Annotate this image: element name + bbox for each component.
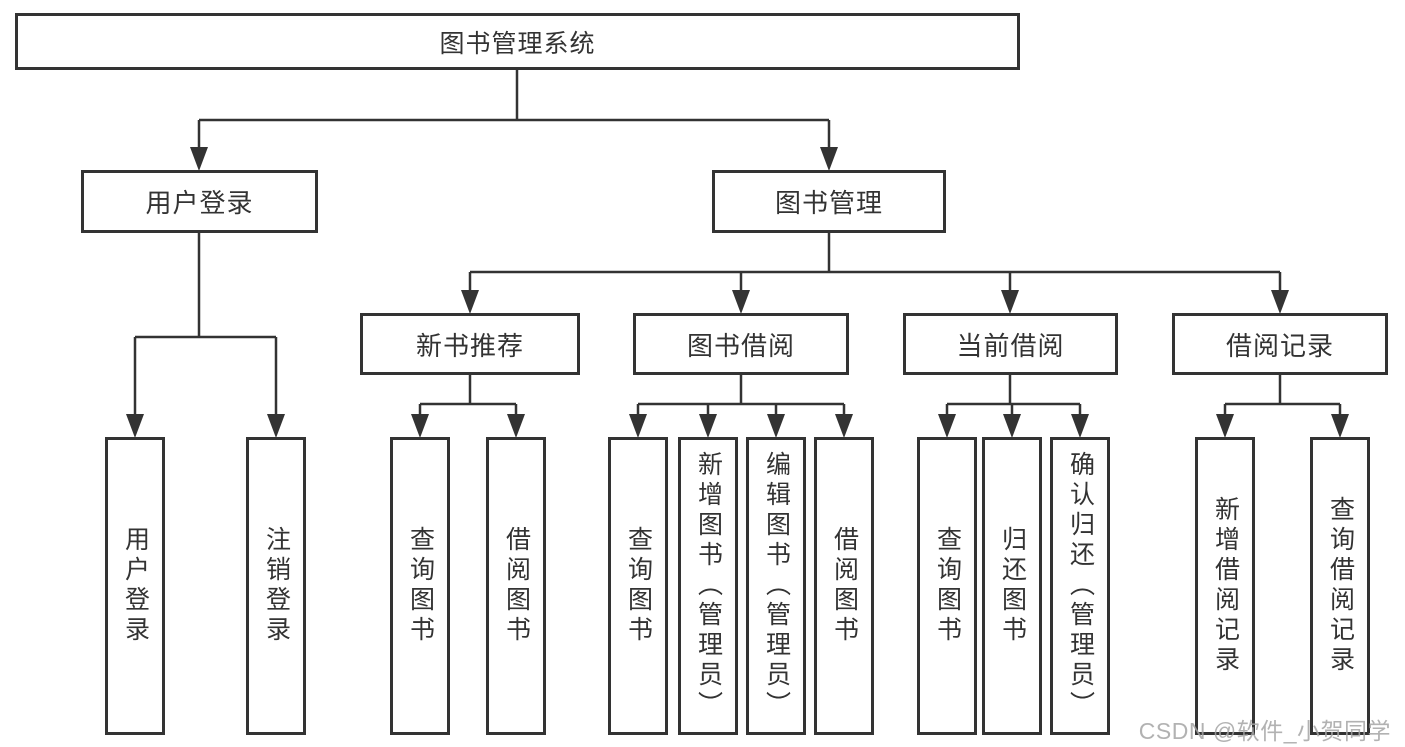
leaf-rec-query-book: 查询图书 [390, 437, 450, 735]
leaf-logout: 注销登录 [246, 437, 306, 735]
node-book-management: 图书管理 [712, 170, 946, 233]
leaf-bb-edit-book-admin-label: 编辑图书（管理员） [762, 451, 791, 721]
leaf-cb-query-book-label: 查询图书 [933, 526, 962, 646]
node-new-book-recommendation: 新书推荐 [360, 313, 580, 375]
node-borrowing-records: 借阅记录 [1172, 313, 1388, 375]
node-book-borrowing: 图书借阅 [633, 313, 849, 375]
edge-user-login-to-leaves [126, 233, 285, 438]
node-current-borrowing: 当前借阅 [903, 313, 1118, 375]
leaf-bb-add-book-admin-label: 新增图书（管理员） [694, 451, 723, 721]
leaf-bb-borrow-book: 借阅图书 [814, 437, 874, 735]
leaf-cb-return-book-label: 归还图书 [998, 526, 1027, 646]
node-library-management-system: 图书管理系统 [15, 13, 1020, 70]
leaf-rec-borrow-book: 借阅图书 [486, 437, 546, 735]
leaf-rec-borrow-book-label: 借阅图书 [502, 526, 531, 646]
edge-current-borrow-to-leaves [938, 375, 1089, 438]
edge-book-borrow-to-leaves [629, 375, 853, 438]
leaf-cb-confirm-return-admin: 确认归还（管理员） [1050, 437, 1110, 735]
leaf-bb-query-book-label: 查询图书 [624, 526, 653, 646]
csdn-watermark: CSDN @软件_小贺同学 [1138, 718, 1391, 744]
leaf-bb-query-book: 查询图书 [608, 437, 668, 735]
leaf-cb-query-book: 查询图书 [917, 437, 977, 735]
leaf-cb-confirm-return-admin-label: 确认归还（管理员） [1066, 451, 1095, 721]
leaf-user-login: 用户登录 [105, 437, 165, 735]
edge-root-to-level2 [190, 70, 838, 171]
node-user-login: 用户登录 [81, 170, 318, 233]
leaf-br-query-record: 查询借阅记录 [1310, 437, 1370, 735]
leaf-bb-add-book-admin: 新增图书（管理员） [678, 437, 738, 735]
leaf-br-add-record-label: 新增借阅记录 [1211, 496, 1240, 676]
leaf-user-login-label: 用户登录 [121, 526, 150, 646]
leaf-bb-edit-book-admin: 编辑图书（管理员） [746, 437, 806, 735]
leaf-bb-borrow-book-label: 借阅图书 [830, 526, 859, 646]
leaf-rec-query-book-label: 查询图书 [406, 526, 435, 646]
edge-new-book-rec-to-leaves [411, 375, 525, 438]
edge-borrow-record-to-leaves [1216, 375, 1349, 438]
leaf-cb-return-book: 归还图书 [982, 437, 1042, 735]
leaf-logout-label: 注销登录 [262, 526, 291, 646]
edge-book-mgmt-to-level3 [461, 233, 1289, 314]
leaf-br-query-record-label: 查询借阅记录 [1326, 496, 1355, 676]
leaf-br-add-record: 新增借阅记录 [1195, 437, 1255, 735]
